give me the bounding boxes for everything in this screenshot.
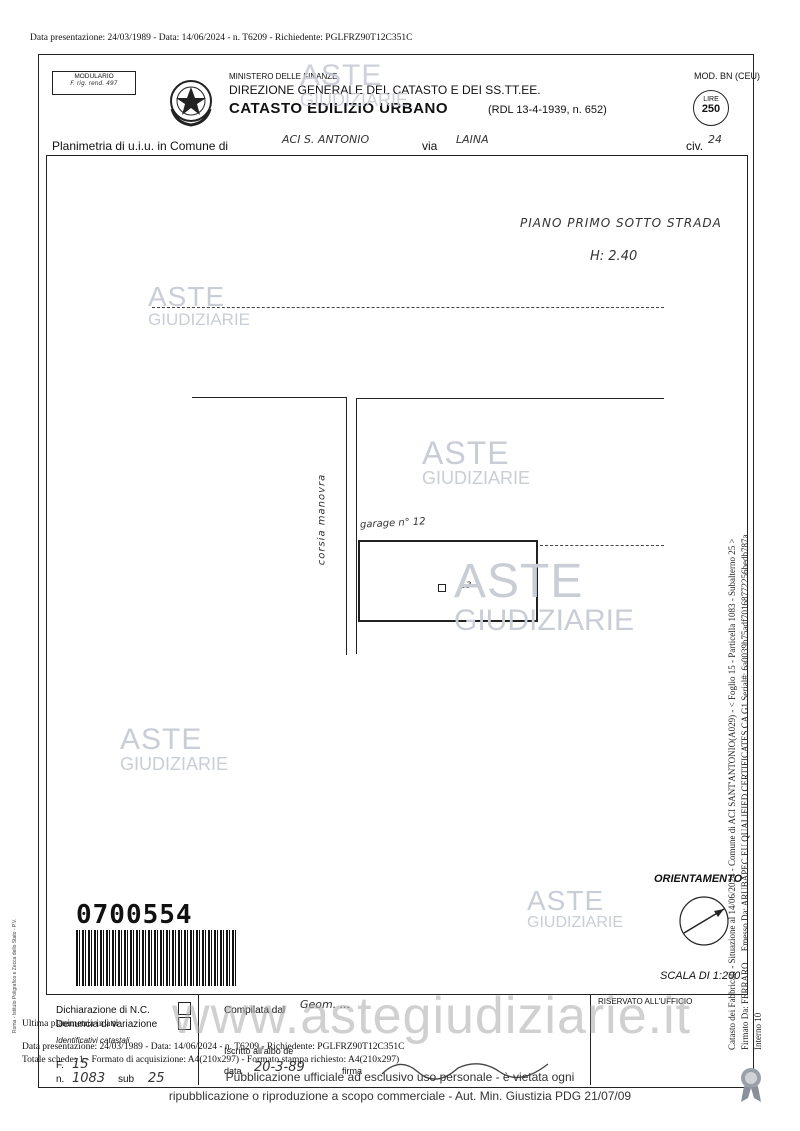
seal-icon bbox=[738, 1066, 764, 1104]
sub-label: sub bbox=[118, 1074, 135, 1085]
iscritto-label: Iscritto all'albo de bbox=[224, 1046, 294, 1056]
watermark-giudiziarie: GIUDIZIARIE bbox=[148, 310, 251, 329]
dichiarazione-label: Dichiarazione di N.C. bbox=[56, 1005, 150, 1016]
side-text-line-3: Interno 10 bbox=[753, 1012, 763, 1050]
catasto-title: CATASTO EDILIZIO URBANO bbox=[229, 100, 448, 117]
side-text-block: Catasto dei Fabbricati - Situazione al 1… bbox=[726, 430, 768, 1050]
civ-handwriting: 24 bbox=[708, 133, 722, 146]
via-label: via bbox=[422, 139, 438, 153]
compilata-handwriting: Geom. ... bbox=[300, 998, 351, 1011]
civ-label: civ. bbox=[686, 139, 704, 153]
denuncia-checkbox[interactable] bbox=[178, 1017, 191, 1030]
watermark-aste: ASTE bbox=[454, 555, 584, 608]
overlay-line-2: Totale schede: 1 - Formato di acquisizio… bbox=[22, 1055, 400, 1065]
notice-line-1: Pubblicazione ufficiale ad esclusivo uso… bbox=[225, 1070, 575, 1084]
sub-value: 25 bbox=[148, 1071, 165, 1086]
height-note: H: 2.40 bbox=[590, 249, 638, 264]
mod-label: MOD. BN (CEU) bbox=[694, 71, 760, 81]
compilata-label: Compilata dal bbox=[224, 1005, 286, 1016]
plan-wall-right-h bbox=[356, 398, 664, 399]
notice-line-2: ripubblicazione o riproduzione a scopo c… bbox=[168, 1089, 632, 1103]
comune-handwriting: ACI S. ANTONIO bbox=[282, 133, 370, 146]
foglio-value: 15 bbox=[72, 1057, 89, 1072]
watermark-giudiziarie: GIUDIZIARIE bbox=[120, 754, 229, 774]
watermark-giudiziarie: GIUDIZIARIE bbox=[422, 468, 531, 488]
watermark-logo-1: ASTE GIUDIZIARIE bbox=[148, 281, 251, 330]
denuncia-label: Denuncia di variazione bbox=[56, 1019, 158, 1030]
firma-label: firma bbox=[342, 1066, 362, 1076]
republic-emblem-icon bbox=[166, 73, 216, 129]
garage-unit bbox=[358, 540, 538, 622]
drawing-frame bbox=[46, 155, 748, 995]
watermark-aste: ASTE bbox=[148, 281, 226, 312]
watermark-logo-6: ASTE GIUDIZIARIE bbox=[300, 59, 409, 111]
watermark-site: www.astegiudiziarie.it bbox=[172, 987, 692, 1045]
planimetria-label: Planimetria di u.i.u. in Comune di bbox=[52, 139, 229, 153]
rdl-label: (RDL 13-4-1939, n. 652) bbox=[488, 104, 607, 116]
compass-icon bbox=[676, 893, 732, 949]
watermark-giudiziarie: GIUDIZIARIE bbox=[454, 604, 635, 637]
side-text-line-2: Firmato Da: FERRARO ... Emesso Da: ARUBA… bbox=[740, 534, 750, 1050]
watermark-aste: ASTE bbox=[527, 885, 605, 916]
data-value: 20-3-89 bbox=[254, 1060, 305, 1075]
printer-credit: Roma - Istituto Poligrafico e Zecca dell… bbox=[12, 918, 18, 1033]
plan-wall-left-h bbox=[192, 397, 347, 398]
lire-value: 250 bbox=[701, 103, 721, 115]
modulario-box: MODULARIO F. rig. rend. 497 bbox=[52, 71, 136, 95]
watermark-giudiziarie: GIUDIZIARIE bbox=[300, 90, 409, 110]
watermark-logo-4: ASTE GIUDIZIARIE bbox=[120, 723, 229, 775]
watermark-logo-2: ASTE GIUDIZIARIE bbox=[422, 435, 531, 489]
direction-label: DIREZIONE GENERALE DEL CATASTO E DEI SS.… bbox=[229, 83, 541, 97]
plan-wall-right-v bbox=[356, 398, 357, 654]
numero-label: n. bbox=[56, 1074, 65, 1085]
lire-label: LIRE bbox=[703, 96, 719, 103]
unit-number: 13 bbox=[460, 581, 472, 591]
plan-line-top bbox=[152, 307, 664, 308]
stamp-number: 0700554 bbox=[76, 900, 193, 930]
corsia-label: corsia manovra bbox=[316, 473, 328, 566]
watermark-aste: ASTE bbox=[422, 435, 510, 471]
floor-note: PIANO PRIMO SOTTO STRADA bbox=[520, 216, 722, 230]
overlay-line-1: Data presentazione: 24/03/1989 - Data: 1… bbox=[22, 1042, 405, 1052]
modulario-label: MODULARIO bbox=[74, 73, 114, 80]
side-text-line-1: Catasto dei Fabbricati - Situazione al 1… bbox=[727, 538, 737, 1050]
watermark-aste: ASTE bbox=[120, 723, 203, 756]
garage-pillar bbox=[438, 584, 446, 592]
plan-wall-left-v bbox=[346, 397, 347, 655]
modulario-sub: F. rig. rend. 497 bbox=[70, 80, 118, 87]
lire-badge: LIRE 250 bbox=[693, 90, 729, 126]
via-handwriting: LAINA bbox=[456, 133, 489, 146]
footer-divider-v1 bbox=[198, 995, 199, 1085]
data-label: data bbox=[224, 1066, 242, 1076]
presentation-header: Data presentazione: 24/03/1989 - Data: 1… bbox=[30, 33, 413, 43]
numero-value: 1083 bbox=[72, 1071, 106, 1086]
ultima-planimetria: Ultima planimetria in atti bbox=[22, 1019, 119, 1029]
watermark-giudiziarie: GIUDIZIARIE bbox=[527, 914, 624, 931]
footer-divider-v2 bbox=[590, 995, 591, 1085]
dichiarazione-checkbox[interactable] bbox=[178, 1002, 191, 1015]
orientation-label: ORIENTAMENTO bbox=[654, 873, 743, 885]
form-outer-frame bbox=[38, 54, 754, 1088]
watermark-aste: ASTE bbox=[300, 59, 383, 92]
foglio-label: F. bbox=[56, 1060, 64, 1071]
barcode bbox=[76, 930, 238, 986]
watermark-logo-5: ASTE GIUDIZIARIE bbox=[527, 885, 624, 932]
identificativi-label: Identificativi catastali bbox=[56, 1036, 130, 1045]
signature-scribble bbox=[380, 1052, 550, 1082]
riservato-label: RISERVATO ALL'UFFICIO bbox=[598, 997, 693, 1006]
scale-label: SCALA DI 1:200 bbox=[660, 970, 741, 982]
plan-line-mid bbox=[540, 545, 664, 546]
watermark-logo-3: ASTE GIUDIZIARIE bbox=[454, 555, 635, 638]
ministry-label: MINISTERO DELLE FINANZE bbox=[229, 72, 338, 81]
